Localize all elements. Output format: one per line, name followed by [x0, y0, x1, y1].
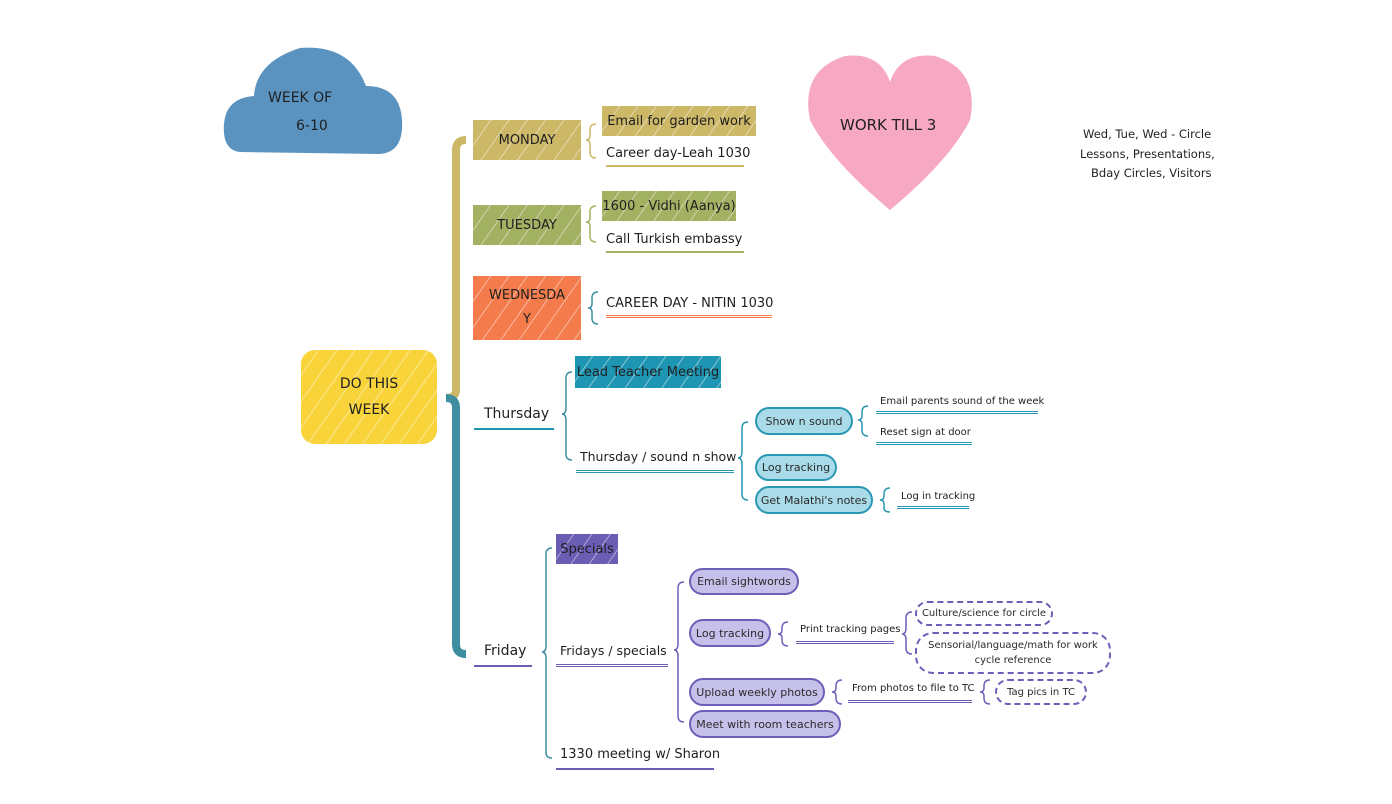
- cloud-text-line2: 6-10: [296, 118, 328, 134]
- heart-text: WORK TILL 3: [840, 116, 937, 134]
- friday-task-upload-photos[interactable]: Upload weekly photos: [689, 678, 825, 706]
- show-sound-brace: [857, 405, 869, 437]
- monday-item-1[interactable]: Email for garden work: [602, 106, 756, 136]
- central-line2: WEEK: [348, 402, 390, 418]
- wednesday-node[interactable]: WEDNESDA Y: [473, 276, 581, 340]
- wednesday-brace: [587, 291, 599, 325]
- thursday-detail-reset-sign[interactable]: Reset sign at door: [876, 427, 972, 445]
- thursday-sub-brace: [737, 421, 749, 501]
- friday-subdetail-tag-pics[interactable]: Tag pics in TC: [995, 679, 1087, 705]
- tuesday-item-2[interactable]: Call Turkish embassy: [606, 232, 744, 253]
- thursday-task-log-tracking[interactable]: Log tracking: [755, 454, 837, 481]
- tuesday-item-1[interactable]: 1600 - Vidhi (Aanya): [602, 191, 736, 221]
- thursday-node[interactable]: Thursday: [474, 406, 554, 430]
- thursday-sub[interactable]: Thursday / sound n show: [576, 449, 736, 473]
- friday-detail-from-photos[interactable]: From photos to file to TC: [848, 683, 975, 703]
- log-tracking-brace: [777, 621, 789, 647]
- wednesday-item-1[interactable]: CAREER DAY - NITIN 1030: [606, 296, 773, 318]
- friday-task-meet-teachers[interactable]: Meet with room teachers: [689, 710, 841, 738]
- friday-brace: [541, 547, 553, 759]
- cloud-text-line1: WEEK OF: [268, 90, 333, 106]
- wednesday-label-line1: WEDNESDA: [489, 288, 565, 303]
- note-line3: Bday Circles, Visitors: [1091, 166, 1212, 180]
- friday-detail-print-pages[interactable]: Print tracking pages: [796, 624, 900, 644]
- central-line1: DO THIS: [339, 376, 399, 392]
- thursday-task-malathi-notes[interactable]: Get Malathi's notes: [755, 486, 873, 514]
- thursday-brace: [561, 371, 573, 461]
- friday-subdetail-culture-science[interactable]: Culture/science for circle: [915, 601, 1053, 626]
- spine-bottom: [445, 394, 467, 658]
- tuesday-node[interactable]: TUESDAY: [473, 205, 581, 245]
- friday-task-log-tracking[interactable]: Log tracking: [689, 619, 771, 647]
- note-line1: Wed, Tue, Wed - Circle: [1083, 127, 1212, 141]
- thursday-lead-meeting[interactable]: Lead Teacher Meeting: [575, 356, 721, 388]
- friday-specials[interactable]: Specials: [556, 534, 618, 564]
- malathi-brace: [879, 487, 891, 513]
- tuesday-brace: [585, 205, 597, 243]
- friday-subdetail-sensorial[interactable]: Sensorial/language/math for work cycle r…: [915, 632, 1111, 674]
- monday-label: MONDAY: [498, 132, 556, 148]
- thursday-detail-email-parents[interactable]: Email parents sound of the week: [876, 396, 1044, 414]
- friday-sub[interactable]: Fridays / specials: [556, 643, 668, 667]
- monday-item-2[interactable]: Career day-Leah 1030: [606, 146, 750, 167]
- tuesday-label: TUESDAY: [497, 217, 557, 233]
- upload-brace: [831, 679, 843, 705]
- monday-node[interactable]: MONDAY: [473, 120, 581, 160]
- friday-node[interactable]: Friday: [474, 643, 532, 667]
- thursday-task-show-n-sound[interactable]: Show n sound: [755, 407, 853, 435]
- thursday-detail-log-in-tracking[interactable]: Log in tracking: [897, 491, 975, 509]
- spine-top: [445, 136, 467, 402]
- friday-task-email-sightwords[interactable]: Email sightwords: [689, 568, 799, 595]
- friday-sub-brace: [673, 581, 685, 723]
- monday-brace: [585, 123, 597, 159]
- central-topic[interactable]: DO THIS WEEK: [301, 350, 437, 444]
- from-photos-brace: [979, 679, 991, 705]
- friday-meeting[interactable]: 1330 meeting w/ Sharon: [556, 747, 720, 770]
- print-pages-brace: [901, 611, 913, 655]
- note-line2: Lessons, Presentations,: [1080, 147, 1215, 161]
- wednesday-label-line2: Y: [523, 312, 531, 327]
